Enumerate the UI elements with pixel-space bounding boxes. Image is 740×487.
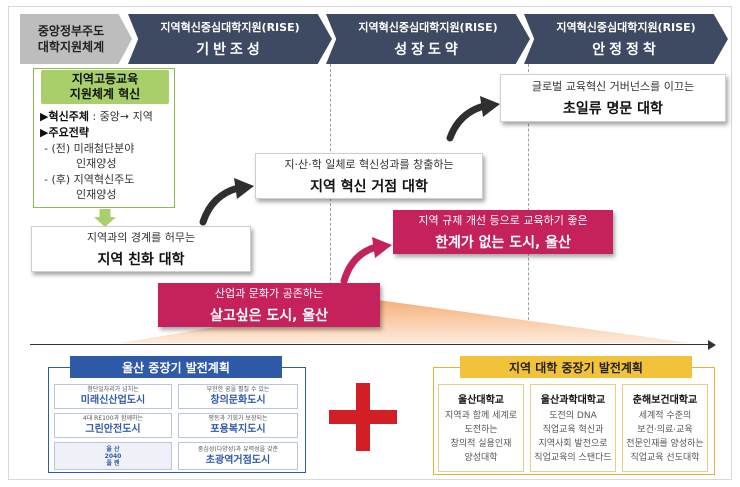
key-strategy-line: ▶주요전략 (40, 126, 89, 140)
plus-icon-bar (329, 410, 397, 424)
curved-arrow-icon-2 (446, 102, 488, 142)
university-vision-line: 보건·의료·교육 (637, 425, 693, 435)
stage-stabilization-label: 안정정착 (592, 42, 660, 58)
university-name: 울산대학교 (458, 395, 504, 406)
university-vision-line: 창의적 실용인재 (450, 439, 512, 449)
stage-foundation: 지역혁신중심대학지원(RISE) 기반조성 (128, 14, 332, 64)
key-strategy-label: ▶주요전략 (40, 126, 89, 139)
university-vision-line: 지역사회 발전으로 (538, 439, 608, 449)
university-vision-line: 직업교육 선도대학 (630, 453, 700, 463)
higher-education-innovation-title: 지역고등교육 지원체계 혁신 (41, 70, 169, 104)
ulsan-plan-item-sub: 4대 RE100과 함께하는 (82, 415, 144, 422)
regional-university-plan-title: 지역 대학 중장기 발전계획 (460, 356, 692, 378)
logo-line1: 울 산 (106, 445, 120, 453)
step-local-friendly-main: 지역 친화 대학 (97, 252, 185, 268)
central-label-line1: 중앙정부주도 (37, 24, 105, 38)
orange-wedge-shape (120, 300, 690, 343)
central-government-label: 중앙정부주도 대학지원체계 (20, 14, 132, 64)
strategy-first-half-detail: 인재양성 (76, 157, 117, 170)
university-vision-line: 세계적 수준의 (638, 411, 692, 421)
stage-foundation-title: 지역혁신중심대학지원(RISE) (160, 21, 300, 34)
stage-stabilization-title: 지역혁신중심대학지원(RISE) (556, 21, 696, 34)
pink-curved-arrow-head (372, 237, 392, 258)
step-regional-hub-main: 지역 혁신 거점 대학 (310, 179, 428, 195)
ulsan-plan-item-main: 미래신산업도시 (80, 395, 146, 406)
logo-line2: 2040 (104, 452, 122, 460)
curved-arrow-head-2 (480, 96, 500, 117)
ulsan-plan-item-sub: 평등과 기회가 보장되는 (208, 415, 268, 422)
central-label-line2: 대학지원체계 (37, 40, 105, 54)
innovation-subject-line: ▶혁신주체 : 중앙→ 지역 (40, 110, 153, 124)
step-local-friendly-university: 지역과의 경계를 허무는 지역 친화 대학 (31, 226, 251, 272)
green-title-line1: 지역고등교육 (71, 72, 139, 86)
pink-livable-city: 산업과 문화가 공존하는 살고싶은 도시, 울산 (158, 283, 380, 327)
ulsan-plan-item-sub: 중심성(다양성)과 유력성을 갖춘 (197, 445, 279, 453)
pink-curved-arrow-icon (340, 243, 380, 285)
pink-livable-city-main: 살고싶은 도시, 울산 (209, 308, 329, 324)
university-vision-line: 직업교육의 스탠다드 (534, 453, 612, 463)
step-regional-hub-sub: 지·산·학 일체로 혁신성과를 창출하는 (284, 158, 454, 171)
university-vision-line: 도전의 DNA (549, 411, 597, 421)
ulsan-plan-item: 부한한 꿈을 펼칠 수 있는 창의문화도시 (178, 384, 298, 409)
ulsan-plan-item-main: 창의문화도시 (210, 395, 266, 406)
curved-arrow-icon-1 (199, 184, 242, 226)
ulsan-plan-item: 중심성(다양성)과 유력성을 갖춘 초광역거점도시 (178, 442, 298, 470)
green-title-line2: 지원체계 혁신 (69, 87, 141, 101)
strategy-second-half: - (후) 지역혁신주도 (44, 173, 135, 186)
ulsan-plan-item-main: 그린안전도시 (85, 424, 141, 435)
timeline-arrow-icon (708, 340, 716, 350)
stage-divider-2 (528, 64, 529, 340)
ulsan-plan-title: 울산 중장기 발전계획 (70, 356, 282, 378)
strategy-second-half-detail: 인재양성 (76, 188, 117, 201)
ulsan-plan-item: 평등과 기회가 보장되는 포용복지도시 (178, 413, 298, 438)
stage-stabilization: 지역혁신중심대학지원(RISE) 안정정착 (524, 14, 728, 64)
ulsan-plan-item: 첨단일자리가 넘치는 미래신산업도시 (54, 384, 172, 409)
university-vision-line: 직업교육 혁신과 (542, 425, 604, 435)
ulsan-plan-item-sub: 부한한 꿈을 펼칠 수 있는 (206, 386, 270, 393)
logo-line3: 플 랜 (106, 459, 120, 467)
university-vision-line: 지역과 함께 세계로 (445, 411, 517, 421)
regional-university-plan-panel (433, 367, 715, 475)
step-local-friendly-sub: 지역과의 경계를 허무는 (86, 231, 196, 244)
curved-arrow-head-1 (234, 178, 254, 199)
strategy-first-half: - (전) 미래첨단분야 (44, 142, 135, 155)
pink-limitless-city-main: 한계가 없는 도시, 울산 (435, 235, 571, 251)
university-column-ulsan: 울산대학교 지역과 함께 세계로 도전하는 창의적 실용인재 양성대학 (438, 384, 524, 472)
university-column-choonhae: 춘해보건대학교 세계적 수준의 보건·의료·교육 전문인재를 양성하는 직업교육… (622, 384, 708, 472)
university-vision-line: 도전하는 (464, 425, 498, 435)
step-world-class-university: 글로벌 교육혁신 거버넌스를 이끄는 초일류 명문 대학 (500, 74, 726, 122)
stage-divider-1 (330, 64, 331, 340)
ulsan-plan-item-main: 포용복지도시 (210, 424, 266, 435)
stage-foundation-label: 기반조성 (196, 42, 264, 58)
ulsan-plan-item-sub: 첨단일자리가 넘치는 (87, 386, 139, 393)
university-vision-line: 양성대학 (464, 453, 498, 463)
university-name: 울산과학대학교 (540, 395, 606, 406)
stage-growth-title: 지역혁신중심대학지원(RISE) (358, 21, 498, 34)
innovation-subject-label: ▶혁신주체 (40, 110, 89, 123)
step-world-class-main: 초일류 명문 대학 (563, 101, 663, 117)
pink-limitless-city: 지역 규제 개선 등으로 교육하기 좋은 한계가 없는 도시, 울산 (393, 210, 613, 254)
stage-growth-label: 성장도약 (394, 42, 462, 58)
ulsan-2040-plan-logo: 울 산 2040 플 랜 (54, 442, 172, 470)
ulsan-plan-item-main: 초광역거점도시 (205, 454, 271, 466)
ulsan-plan-item: 4대 RE100과 함께하는 그린안전도시 (54, 413, 172, 438)
stage-growth: 지역혁신중심대학지원(RISE) 성장도약 (326, 14, 530, 64)
university-column-ulsan-college: 울산과학대학교 도전의 DNA 직업교육 혁신과 지역사회 발전으로 직업교육의… (530, 384, 616, 472)
step-world-class-sub: 글로벌 교육혁신 거버넌스를 이끄는 (531, 80, 695, 93)
pink-limitless-city-sub: 지역 규제 개선 등으로 교육하기 좋은 (418, 214, 588, 227)
university-vision-line: 전문인재를 양성하는 (626, 439, 704, 449)
innovation-subject-value: : 중앙→ 지역 (88, 110, 153, 123)
step-regional-hub-university: 지·산·학 일체로 혁신성과를 창출하는 지역 혁신 거점 대학 (255, 153, 483, 199)
university-name: 춘해보건대학교 (632, 395, 698, 406)
timeline-axis (30, 344, 712, 345)
pink-livable-city-sub: 산업과 문화가 공존하는 (214, 287, 324, 300)
